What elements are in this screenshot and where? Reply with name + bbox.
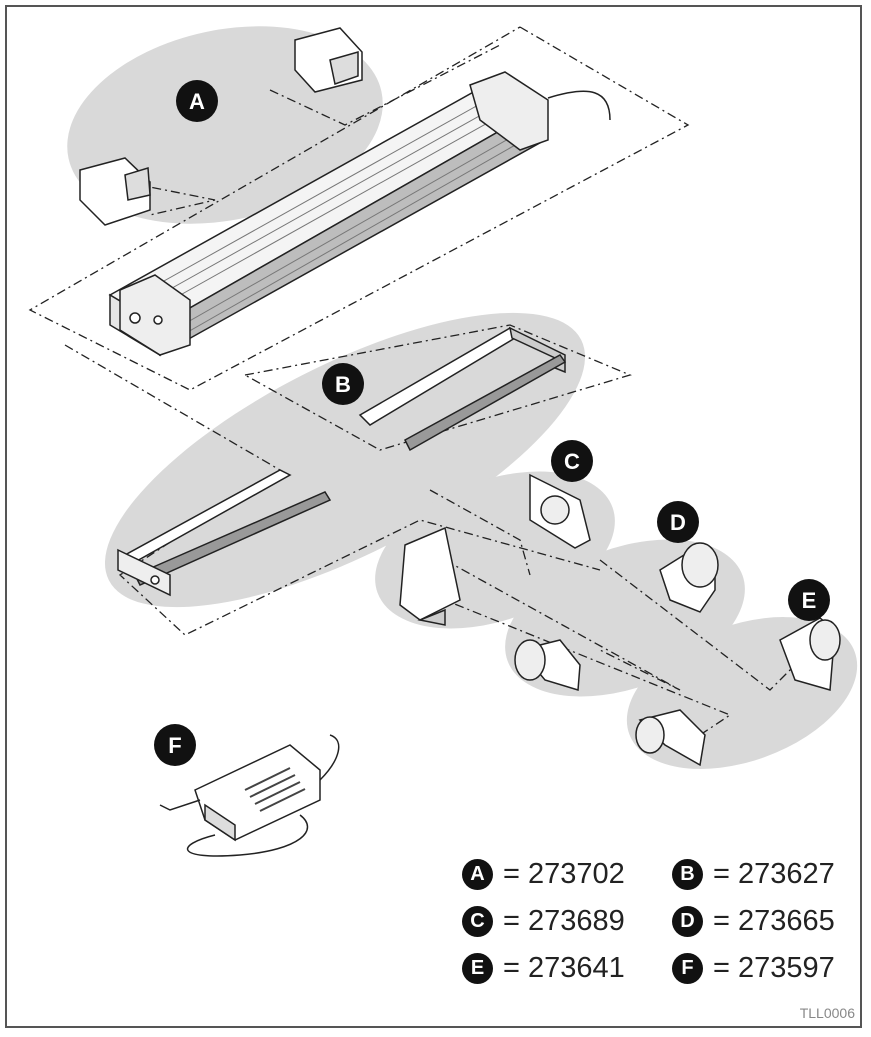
clip-part [399,473,591,626]
mounting-bracket-part [117,326,567,597]
callout-badge-f: F [154,724,196,766]
drawing-code: TLL0006 [799,1005,855,1021]
callout-badge-d: D [657,501,699,543]
assembly-line [244,324,632,451]
assembly-line [599,559,801,691]
group-b-shading [104,312,586,608]
legend-part-number: = 273641 [503,951,625,984]
assembly-line [444,559,681,691]
svg-text:D: D [670,510,686,535]
legend-entry: D = 273665 [672,901,835,941]
end-cap-part [294,27,363,93]
legend-badge: D [672,905,703,937]
assembly-line [28,26,690,391]
assembly-line [269,44,501,126]
legend-badge: F [672,952,703,984]
svg-text:B: B [335,372,351,397]
callout-badge-a: A [176,80,218,122]
legend-entry: B = 273627 [672,854,835,894]
legend-part-number: = 273627 [713,857,835,890]
assembly-line [64,344,601,636]
svg-text:A: A [189,89,205,114]
svg-text:C: C [564,449,580,474]
legend-badge: E [462,952,493,984]
power-supply-part [159,734,340,857]
legend-entry: E = 273641 [462,948,625,988]
svg-text:F: F [168,733,181,758]
legend-part-number: = 273665 [713,904,835,937]
legend-badge: B [672,858,703,890]
swivel-bracket-part [514,542,719,691]
legend-part-number: = 273702 [503,857,625,890]
swivel-bracket-part [635,617,841,767]
legend-badge: C [462,905,493,937]
legend-entry: C = 273689 [462,901,625,941]
callout-badge-b: B [322,363,364,405]
legend-entry: A = 273702 [462,854,625,894]
callout-badge-c: C [551,440,593,482]
legend-part-number: = 273689 [503,904,625,937]
svg-text:E: E [802,588,817,613]
callout-badge-e: E [788,579,830,621]
legend-entry: F = 273597 [672,948,835,988]
end-cap-part [79,157,151,226]
legend-part-number: = 273597 [713,951,835,984]
legend-badge: A [462,858,493,890]
light-bar-part [108,71,611,357]
assembly-line [429,489,531,576]
